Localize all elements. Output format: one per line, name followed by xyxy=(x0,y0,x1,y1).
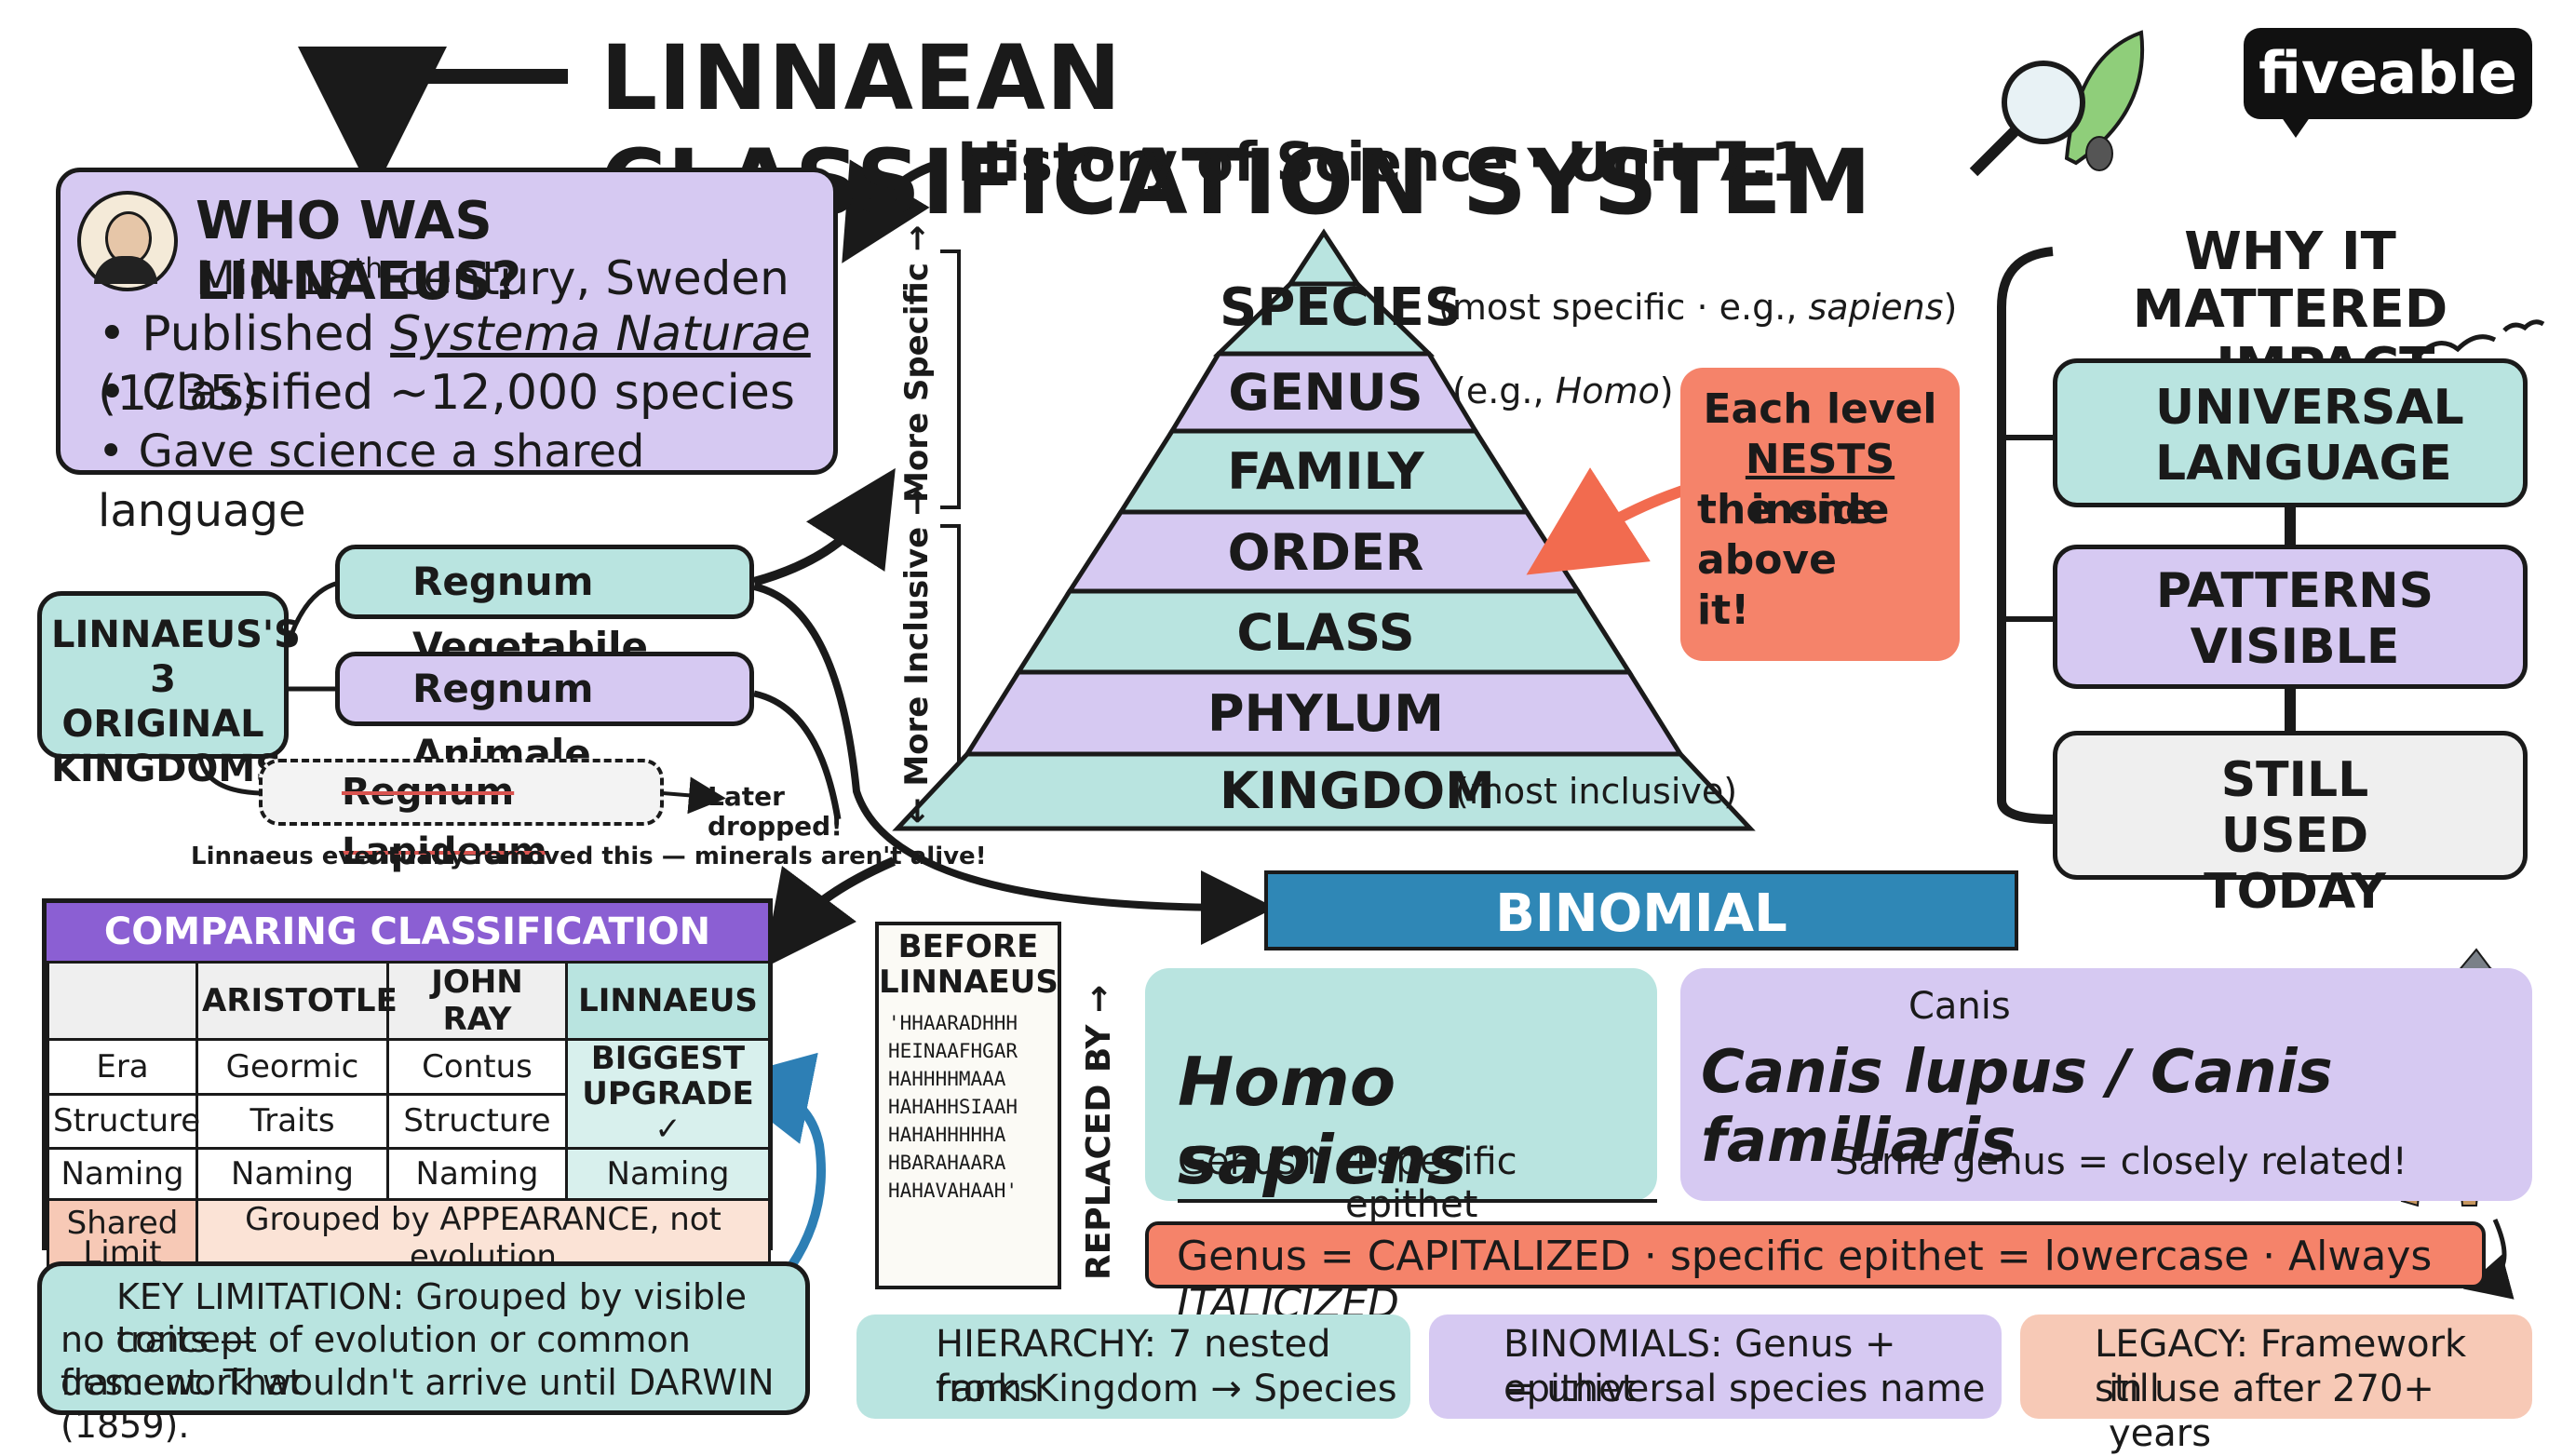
level-class: CLASS xyxy=(1236,603,1415,662)
who-was-linnaeus-card: WHO WAS LINNAEUS? Mid-18th century, Swed… xyxy=(56,168,838,537)
table-row: Naming Naming Naming Naming xyxy=(47,1147,771,1201)
title-arrow xyxy=(298,47,568,195)
lapideum-removed-note: Linnaeus eventually removed this — miner… xyxy=(191,843,987,870)
brand-logo-tail xyxy=(2279,114,2313,138)
canis-pair: Canis lupus / Canis familiaris xyxy=(1701,1038,2333,1176)
vegetabile-to-binomial xyxy=(753,583,1275,945)
naming-rule-text: Genus = CAPITALIZED · specific epithet =… xyxy=(1177,1233,2433,1328)
nests-note-line1: Each level xyxy=(1703,385,1937,433)
footer-hierarchy: HIERARCHY: 7 nested ranks from Kingdom →… xyxy=(856,1314,1410,1419)
limitation-line3: framework wouldn't arrive until DARWIN (… xyxy=(61,1362,775,1446)
impact-item-label: STILL USED TODAY xyxy=(2204,752,2386,920)
brand-name: fiveable xyxy=(2259,39,2517,107)
genus-note: (e.g., Homo) xyxy=(1452,371,1674,411)
level-family: FAMILY xyxy=(1227,442,1424,501)
upgrade-arrow xyxy=(717,1052,826,1269)
legacy-line2: in use after 270+ years xyxy=(2109,1368,2434,1455)
homo-sapiens-card: Homo sapiens Genus↑ ↑specific epithet xyxy=(1145,968,1657,1226)
original-kingdoms-box: LINNAEUS'S 3 ORIGINAL KINGDOMS xyxy=(37,591,301,790)
kingdom-note: (most inclusive) xyxy=(1455,771,1738,812)
kingdoms-to-lapideum xyxy=(197,755,262,796)
regnum-vegetabile: Regnum Vegetabile xyxy=(335,545,754,669)
hierarchy-line2: from Kingdom → Species xyxy=(936,1368,1397,1410)
impact-item-label: UNIVERSAL LANGUAGE xyxy=(2155,380,2464,492)
impact-universal-language: UNIVERSAL LANGUAGE xyxy=(2053,358,2528,507)
classification-pyramid xyxy=(892,228,1756,831)
regnum-lapideum: Regnum Lapideum xyxy=(259,759,664,873)
nests-note-line3: the one above it! xyxy=(1697,486,1873,634)
page-subtitle: History of Science · Unit 7.1 xyxy=(957,130,1809,194)
replaced-by-label: REPLACED BY → xyxy=(1080,984,1118,1280)
genus-label: Genus↑ xyxy=(1178,1140,1328,1183)
subtitle-arrow xyxy=(842,159,942,263)
same-genus-note: Same genus = closely related! xyxy=(1835,1140,2407,1183)
biggest-upgrade: BIGGEST UPGRADE ✓ xyxy=(565,1038,771,1150)
birds-icon xyxy=(2419,319,2545,356)
who-title: WHO WAS LINNAEUS? xyxy=(196,191,522,312)
legacy-line1: LEGACY: Framework still xyxy=(2095,1323,2467,1410)
binomial-banner: BINOMIAL NOMENCLATURE xyxy=(1264,870,2018,1024)
vegetabile-to-pyramid xyxy=(752,467,896,586)
canis-card: Canis Canis lupus / Canis familiaris Sam… xyxy=(1680,968,2532,1201)
canis-genus-label: Canis xyxy=(1908,985,2011,1028)
homo-sapiens-name: Homo sapiens xyxy=(1178,1043,1657,1203)
animale-to-binomial xyxy=(753,690,842,820)
level-order: ORDER xyxy=(1227,523,1424,582)
binomials-line1: BINOMIALS: Genus + epithet xyxy=(1503,1323,1896,1410)
magnifier-leaf-icon xyxy=(1969,30,2145,177)
nests-note-line2: NESTS inside xyxy=(1745,436,1895,533)
impact-patterns-visible: PATTERNS VISIBLE xyxy=(2053,545,2528,689)
impact-bracket xyxy=(1997,247,2054,824)
binomials-line2: = universal species name xyxy=(1503,1368,1986,1410)
later-dropped-note: Later dropped! xyxy=(708,781,843,842)
level-genus: GENUS xyxy=(1228,363,1423,422)
nests-note-card: Each level NESTS inside the one above it… xyxy=(1680,368,1960,661)
level-phylum: PHYLUM xyxy=(1207,684,1444,743)
level-species: SPECIES xyxy=(1220,277,1463,338)
brand-logo[interactable]: fiveable xyxy=(2244,28,2532,119)
portrait-coat xyxy=(94,256,157,284)
regnum-animale: Regnum Animale xyxy=(335,652,754,776)
species-note: (most specific · e.g., sapiens) xyxy=(1438,287,1958,328)
table-row: Structure Traits Structure xyxy=(47,1092,770,1150)
footer-binomials: BINOMIALS: Genus + epithet = universal s… xyxy=(1429,1314,2002,1419)
compare-title: COMPARING CLASSIFICATION SYSTEMS xyxy=(47,903,768,1011)
who-era: Mid-18th century, Sweden xyxy=(196,251,789,305)
table-row: Era Geormic Contus BIGGEST UPGRADE ✓ xyxy=(47,1038,771,1150)
limitation-line1: KEY LIMITATION: Grouped by visible trait… xyxy=(116,1276,747,1360)
epithet-label: ↑specific epithet xyxy=(1345,1140,1517,1226)
linnaeus-portrait xyxy=(77,191,178,291)
impact-still-used-today: STILL USED TODAY xyxy=(2053,731,2528,920)
rule-arrow xyxy=(2462,1218,2515,1300)
who-bullet-classified: • Classified ~12,000 species xyxy=(98,365,795,421)
who-bullet-language: • Gave science a shared language xyxy=(98,425,645,537)
arrow-to-compare xyxy=(762,856,897,968)
compare-table-card: COMPARING CLASSIFICATION SYSTEMS ARISTOT… xyxy=(42,898,773,1278)
specific-bracket xyxy=(940,249,961,509)
compare-table: ARISTOTLE JOHN RAY LINNAEUS Era Geormic … xyxy=(47,961,771,1278)
table-row: ARISTOTLE JOHN RAY LINNAEUS xyxy=(47,961,771,1041)
footer-legacy: LEGACY: Framework still in use after 270… xyxy=(2020,1314,2532,1455)
limitation-line2: no concept of evolution or common descen… xyxy=(61,1319,691,1403)
more-specific-label: More Specific → xyxy=(898,224,936,503)
more-inclusive-label: ← More Inclusive → xyxy=(898,489,936,825)
who-bullet-published: • Published Systema Naturae (1735) xyxy=(98,306,811,422)
naming-rule-banner: Genus = CAPITALIZED · specific epithet =… xyxy=(1145,1221,2486,1328)
hierarchy-line1: HIERARCHY: 7 nested ranks xyxy=(936,1323,1331,1410)
level-kingdom: KINGDOM xyxy=(1220,762,1495,820)
lapideum-arrow xyxy=(662,776,726,815)
key-limitation-card: KEY LIMITATION: Grouped by visible trait… xyxy=(37,1261,810,1446)
impact-item-label: PATTERNS VISIBLE xyxy=(2155,563,2434,675)
